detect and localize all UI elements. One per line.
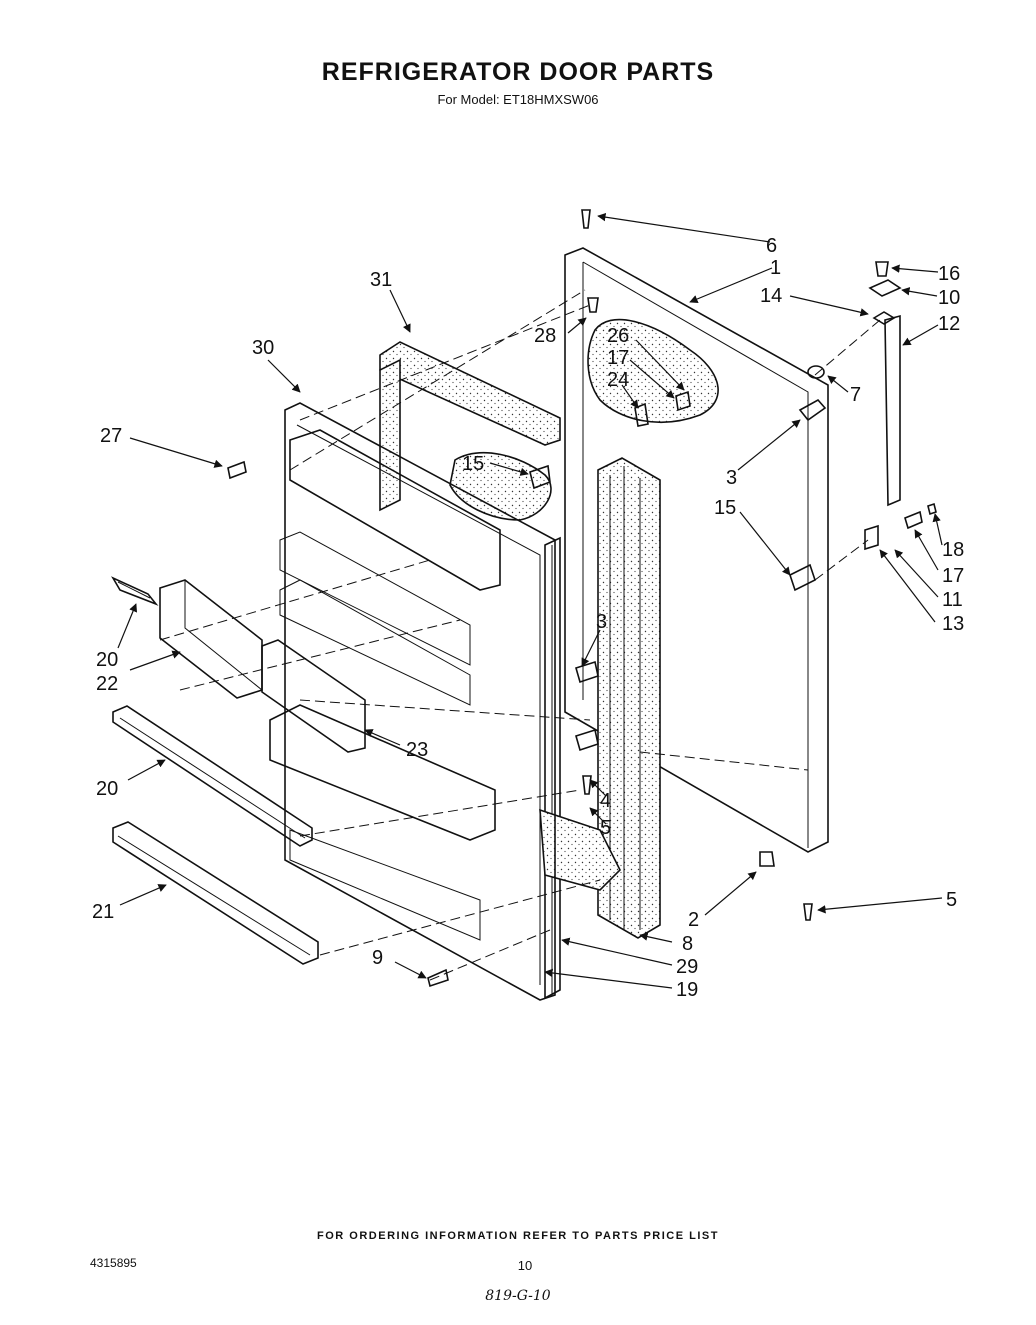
handwritten-note: 819-G-10 (485, 1288, 551, 1304)
leader-lines (117, 212, 943, 989)
hinge-hardware (227, 209, 937, 988)
callout-28: 28 (534, 325, 556, 347)
callout-14: 14 (760, 285, 782, 307)
assembly-guide-lines (159, 289, 881, 981)
shelf-rail-20-top (111, 576, 159, 606)
callout-30: 30 (252, 337, 274, 359)
callout-22: 22 (96, 673, 118, 695)
callout-13: 13 (942, 613, 964, 635)
callout-20-bottom: 20 (96, 778, 118, 800)
callout-15-right: 15 (714, 497, 736, 519)
callout-3-right: 3 (726, 467, 737, 489)
callout-5-right: 5 (946, 889, 957, 911)
callout-11: 11 (942, 589, 963, 611)
callout-1: 1 (770, 257, 781, 279)
callout-12: 12 (938, 313, 960, 335)
callout-5-left: 5 (600, 817, 611, 839)
callout-18: 18 (942, 539, 964, 561)
door-handle (884, 314, 901, 507)
outer-door-panel (564, 247, 829, 853)
insulation-panel (379, 341, 621, 891)
callout-10: 10 (938, 287, 960, 309)
callout-4: 4 (600, 790, 611, 812)
callout-17-right: 17 (942, 565, 964, 587)
door-gasket (597, 457, 661, 939)
page-title: REFRIGERATOR DOOR PARTS (321, 58, 715, 86)
callout-27: 27 (100, 425, 122, 447)
callout-3-left: 3 (596, 611, 607, 633)
page-number: 10 (517, 1258, 533, 1273)
callout-31: 31 (370, 269, 392, 291)
callout-15-left: 15 (462, 453, 484, 475)
document-number: 4315895 (90, 1256, 137, 1270)
ordering-note: FOR ORDERING INFORMATION REFER TO PARTS … (317, 1230, 719, 1242)
shelf-21 (112, 821, 319, 965)
callout-19: 19 (676, 979, 698, 1001)
callout-26: 26 (607, 325, 629, 347)
door-seal-strip (544, 536, 561, 1000)
callout-numbers: 6 1 16 10 14 12 7 3 15 18 17 11 13 31 30… (92, 235, 964, 1001)
model-subtitle: For Model: ET18HMXSW06 (437, 92, 599, 107)
bin-22 (159, 579, 263, 699)
callout-17-top: 17 (607, 347, 629, 369)
callout-20-top: 20 (96, 649, 118, 671)
callout-7: 7 (850, 384, 861, 406)
callout-6: 6 (766, 235, 777, 257)
callout-8: 8 (682, 933, 693, 955)
callout-2: 2 (688, 909, 699, 931)
callout-24: 24 (607, 369, 629, 391)
callout-23: 23 (406, 739, 428, 761)
inner-door-liner (269, 402, 556, 1001)
callout-29: 29 (676, 956, 698, 978)
bin-23 (261, 639, 366, 753)
callout-16: 16 (938, 263, 960, 285)
callout-9: 9 (372, 947, 383, 969)
shelf-rail-20-bottom (112, 705, 313, 847)
callout-21: 21 (92, 901, 114, 923)
